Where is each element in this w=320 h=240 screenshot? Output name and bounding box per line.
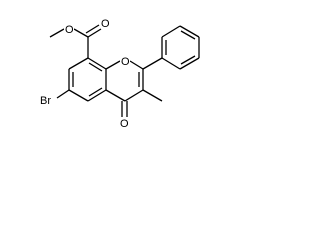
- double-bond-ph-2-3-inner: [180, 55, 196, 65]
- bond-c4a-c5: [87, 89, 107, 102]
- bond-c5-c6: [68, 89, 89, 102]
- bond-ph-5-6: [161, 25, 181, 38]
- bond-c3-c4: [124, 89, 144, 102]
- molecule-structure: O O O O Br: [40, 17, 200, 130]
- ketone-group: [121, 101, 128, 117]
- bond-c8a-o1: [105, 60, 121, 70]
- bond-c2-phenyl: [142, 57, 163, 70]
- bond-c7-c8: [68, 57, 89, 70]
- bond-ph-1-2: [161, 57, 181, 70]
- atom-ester-carbonyl-oxygen: O: [101, 18, 110, 30]
- bond-c3-methyl: [142, 89, 163, 102]
- bond-c4-c4a: [105, 89, 126, 102]
- bond-ph-2-3: [179, 57, 200, 70]
- pyranone-ring: [105, 60, 144, 102]
- bond-c8-c8a: [87, 57, 107, 70]
- phenyl-ring: [142, 25, 200, 70]
- atom-ketone-oxygen: O: [120, 118, 129, 130]
- bond-ester-c-o-double-a: [87, 28, 102, 38]
- atom-ester-ether-oxygen: O: [65, 24, 74, 36]
- bond-ester-c-o-double-b: [85, 24, 100, 34]
- benzo-ring: [68, 57, 107, 102]
- double-bond-ph-4-5-inner: [180, 30, 196, 40]
- bond-c6-br: [56, 89, 70, 99]
- bond-ph-4-5: [179, 25, 200, 38]
- bond-ester-c-o-single: [73, 28, 89, 38]
- methyl-ester-group: [49, 24, 102, 58]
- double-bond-c4a-c5-inner: [88, 87, 103, 97]
- bond-o1-c2: [129, 60, 144, 70]
- double-bond-c8-c8a-inner: [88, 62, 103, 72]
- bond-ester-o-methyl: [49, 28, 65, 38]
- atom-ring-oxygen: O: [121, 56, 130, 68]
- atom-bromine: Br: [40, 95, 51, 107]
